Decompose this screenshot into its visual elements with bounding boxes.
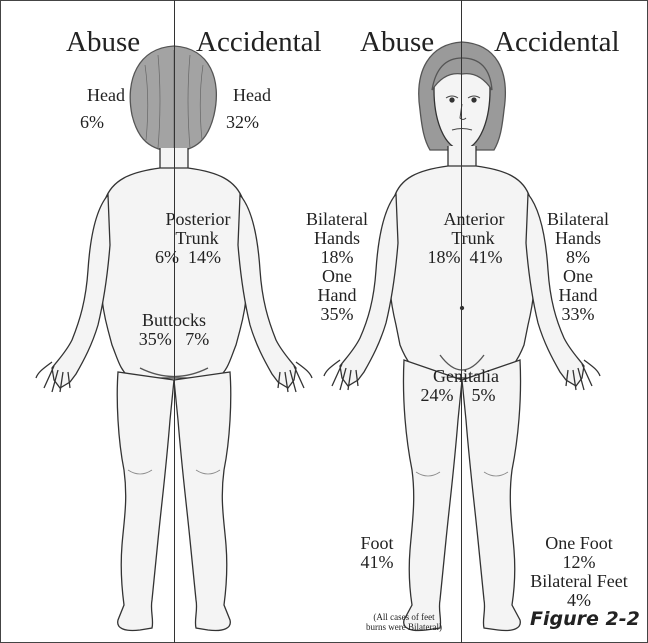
front-hands-abuse: Bilateral Hands 18% One Hand 35% [302,210,372,324]
front-left-eye [450,98,454,102]
front-foot-abuse-value: 41% [352,553,402,572]
back-trunk-values: 6% 14% [128,248,248,267]
front-genitalia: Genitalia 24% 5% [406,367,510,405]
figure-caption: Figure 2-2 [530,608,640,630]
back-head-abuse: Head 6% [80,86,132,132]
back-header-abuse: Abuse [66,26,140,59]
back-trunk-label-2: Trunk [146,229,248,248]
front-genitalia-label: Genitalia [422,367,510,386]
front-header-accidental: Accidental [494,26,620,59]
front-foot-accidental-value1: 12% [520,553,638,572]
front-foot-accidental-line1: One Foot [520,534,638,553]
back-head-abuse-label: Head [80,86,132,105]
front-hands-abuse-line3: One [302,267,372,286]
back-buttocks-values: 35% 7% [128,330,220,349]
back-right-leg [174,372,231,631]
back-trunk-label-1: Posterior [148,210,248,229]
feet-footnote: (All cases of feet burns were Bilateral) [356,612,452,632]
front-hands-accidental-value2: 33% [538,305,618,324]
front-foot-accidental: One Foot 12% Bilateral Feet 4% [520,534,638,610]
back-buttocks: Buttocks 35% 7% [128,311,220,349]
front-hands-accidental-line3: One [538,267,618,286]
front-torso [389,166,535,378]
feet-footnote-line1: (All cases of feet [356,612,452,622]
back-head-accidental-label: Head [226,86,278,105]
feet-footnote-line2: burns were Bilateral) [356,622,452,632]
back-buttocks-label: Buttocks [128,311,220,330]
front-foot-abuse-label: Foot [352,534,402,553]
back-left-arm [52,195,110,388]
front-hands-abuse-line4: Hand [302,286,372,305]
front-neck [448,146,476,168]
back-head-accidental: Head 32% [226,86,278,132]
front-hands-accidental: Bilateral Hands 8% One Hand 33% [538,210,618,324]
front-trunk-label-1: Anterior [428,210,520,229]
back-trunk: Posterior Trunk 6% 14% [128,210,248,267]
front-hands-accidental-line4: Hand [538,286,618,305]
front-view-midline [461,0,462,643]
front-foot-accidental-line2: Bilateral Feet [520,572,638,591]
front-hands-accidental-value1: 8% [538,248,618,267]
back-head-abuse-value: 6% [80,113,132,132]
front-header-abuse: Abuse [360,26,434,59]
front-trunk: Anterior Trunk 18% 41% [410,210,520,267]
back-head-accidental-value: 32% [226,113,278,132]
front-foot-abuse: Foot 41% [352,534,402,572]
front-trunk-values: 18% 41% [410,248,520,267]
back-header-accidental: Accidental [196,26,322,59]
front-hands-accidental-line2: Hands [538,229,618,248]
front-hands-abuse-line1: Bilateral [302,210,372,229]
front-hands-abuse-value1: 18% [302,248,372,267]
front-hands-abuse-value2: 35% [302,305,372,324]
front-trunk-label-2: Trunk [426,229,520,248]
front-hands-abuse-line2: Hands [302,229,372,248]
front-right-eye [472,98,476,102]
back-left-leg [117,372,174,631]
front-genitalia-values: 24% 5% [406,386,510,405]
front-hands-accidental-line1: Bilateral [538,210,618,229]
